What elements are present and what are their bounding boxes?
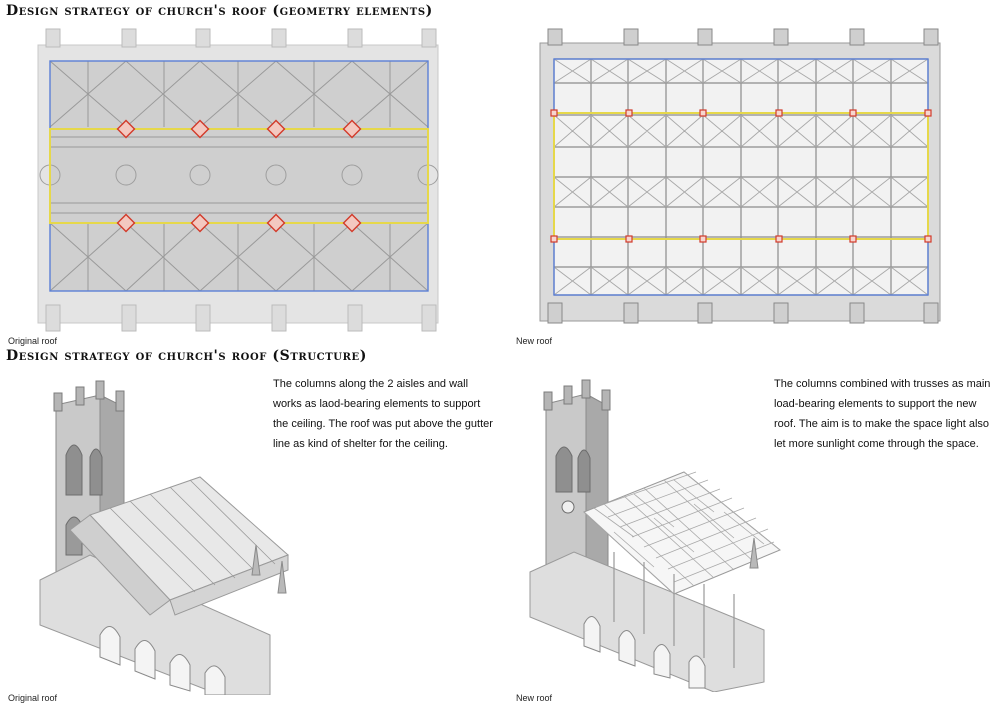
original-roof-plan [37,28,439,332]
section-title-structure: Design strategy of church's roof (Struct… [6,348,367,364]
original-roof-axonometric [39,380,289,695]
caption-original-roof-axonometric: Original roof [8,693,58,703]
caption-original-roof-plan: Original roof [8,336,58,346]
section-title-geometry: Design strategy of church's roof (geomet… [6,3,433,19]
new-roof-plan [539,28,941,324]
caption-new-roof-axonometric: New roof [516,693,553,703]
new-roof-axonometric [529,379,781,692]
caption-new-roof-plan: New roof [516,336,553,346]
description-new-roof: The columns combined with trusses as mai… [774,378,991,450]
description-original-roof: The columns along the 2 aisles and wall … [273,378,493,450]
